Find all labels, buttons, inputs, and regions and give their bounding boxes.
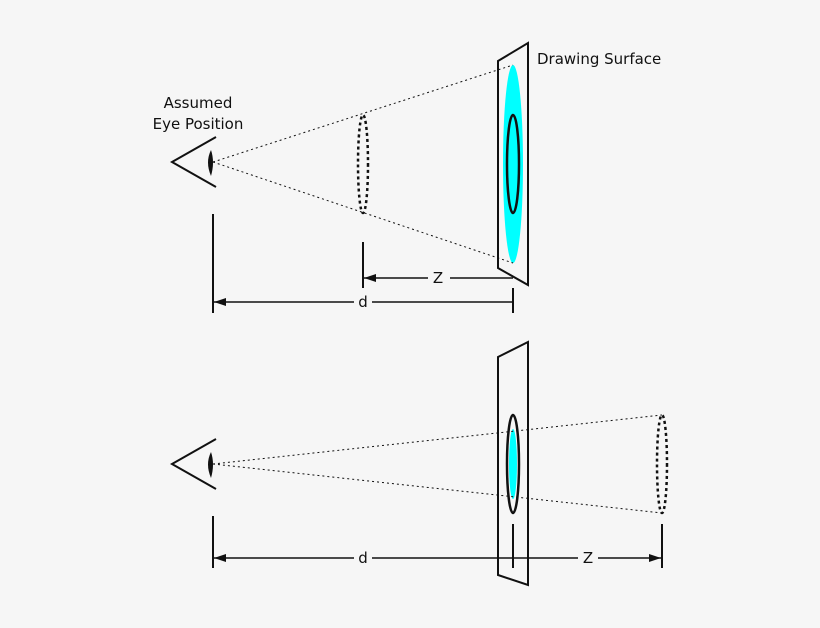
object-on-surface [505,113,521,215]
sight-line-top-bottom-panel [212,414,663,465]
drawing-surface-label: Drawing Surface [537,50,661,68]
sight-line-bottom-bottom-panel [212,463,663,514]
eye-icon [169,438,217,490]
z-label-bottom: Z [583,549,593,567]
real-object [356,113,370,215]
d-label-top: d [358,293,368,311]
eye-icon [169,136,217,188]
real-object-far [655,413,669,515]
d-label-bottom: d [358,549,368,567]
eye-label-line2: Eye Position [153,115,244,133]
z-label-top: Z [433,269,443,287]
drawing-surface-plane [497,41,529,287]
bottom-panel: d Z [169,340,669,587]
projected-image-bottom [509,429,517,499]
drawing-surface-plane-bottom [497,340,529,587]
eye-label-line1: Assumed [164,94,233,112]
projected-image [503,65,523,263]
top-panel: Assumed Eye Position Drawing Surface Z d [153,41,661,313]
object-at-surface [505,413,521,515]
sight-line-top [212,64,514,163]
